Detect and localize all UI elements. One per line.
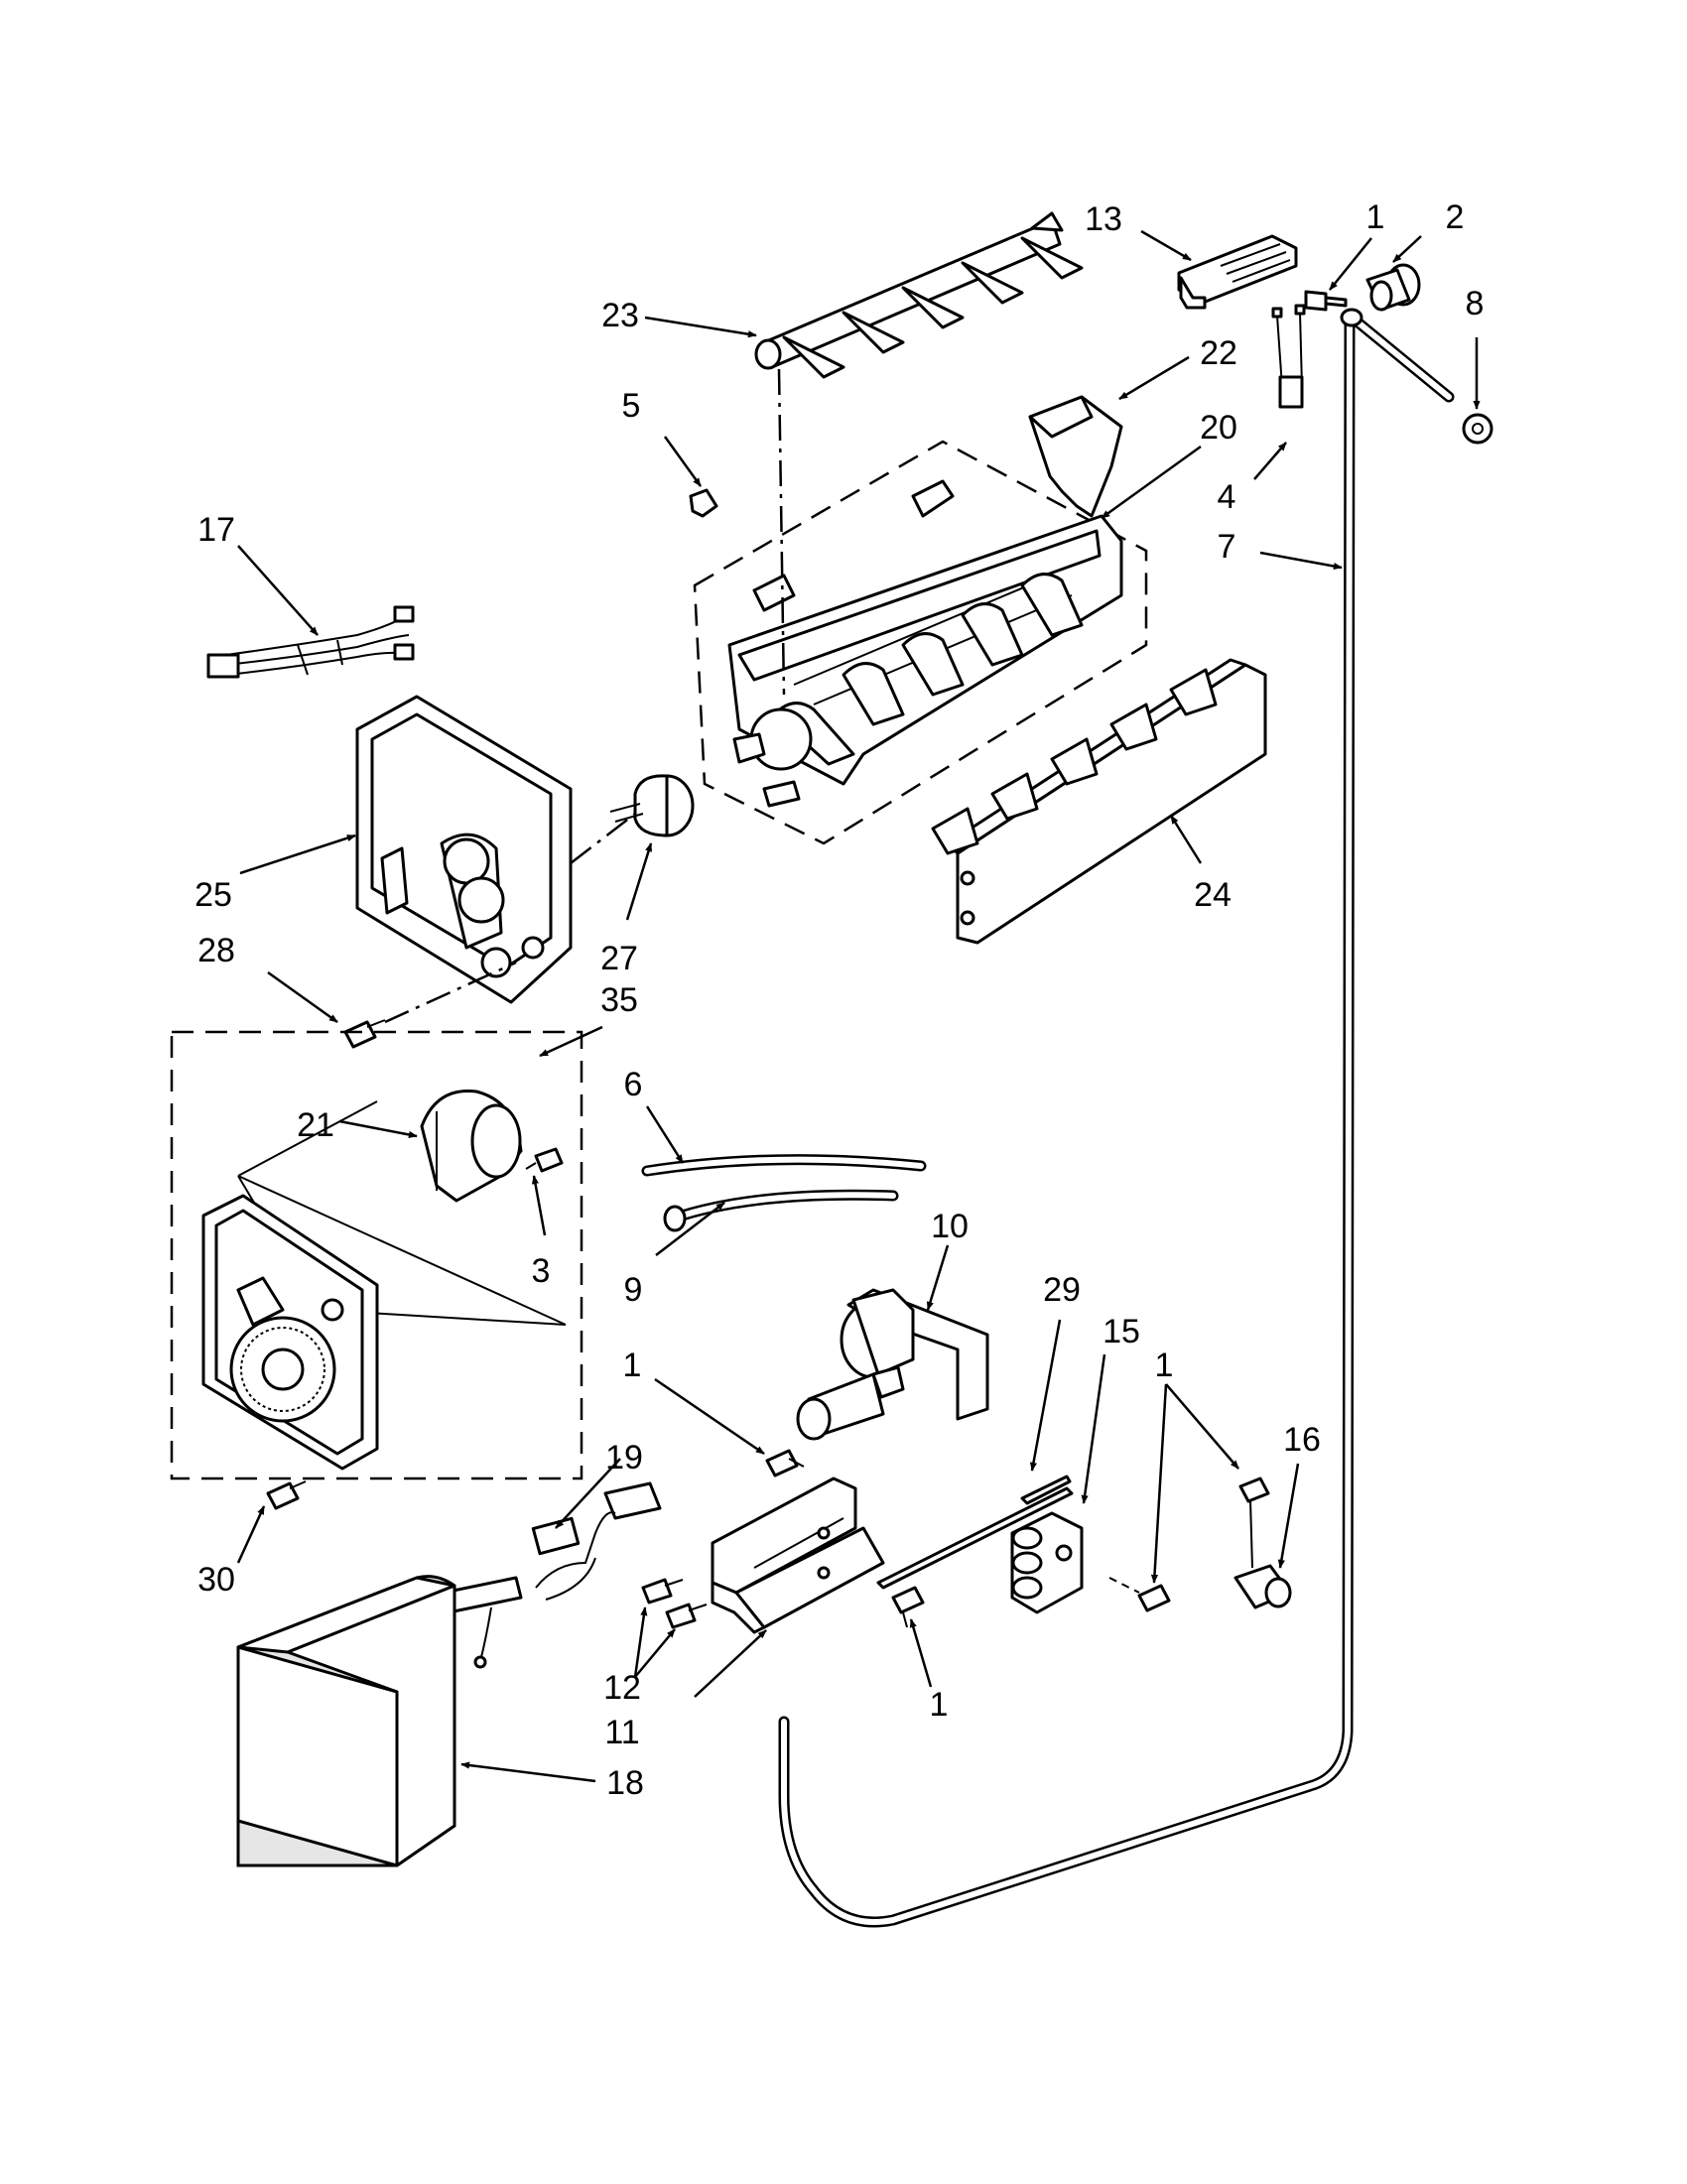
callout-13: 13	[1085, 200, 1122, 238]
callout-9: 9	[624, 1271, 643, 1309]
callout-28: 28	[197, 932, 235, 969]
part-12-screws	[641, 1578, 708, 1629]
part-6-tube	[641, 1154, 927, 1177]
callout-19: 19	[605, 1439, 643, 1477]
callout-22: 22	[1200, 334, 1237, 372]
callout-12: 12	[603, 1669, 641, 1707]
callout-4: 4	[1218, 478, 1236, 516]
part-4-clip	[1271, 304, 1306, 409]
callout-3: 3	[532, 1252, 551, 1290]
callout-labels: 13 1 2 8 23 22 5 20 4 7 17 25 24 28 27 3…	[195, 198, 1484, 1802]
part-11-valve-bracket	[711, 1477, 885, 1634]
callout-1-bottom: 1	[930, 1686, 949, 1724]
part-22-fill-cup	[1028, 395, 1123, 518]
callout-1-left: 1	[623, 1347, 642, 1384]
part-27-plug	[609, 774, 695, 837]
callout-23: 23	[601, 297, 639, 334]
callout-25: 25	[195, 876, 232, 914]
part-2-fitting	[1365, 263, 1421, 312]
callout-2: 2	[1446, 198, 1465, 236]
callout-24: 24	[1194, 876, 1232, 914]
part-8-washer	[1462, 413, 1493, 445]
callout-8: 8	[1466, 285, 1485, 322]
callout-27: 27	[600, 940, 638, 977]
part-24-stripper	[931, 658, 1267, 945]
part-1-screw-right	[1238, 1477, 1270, 1569]
blade-alignment-line	[777, 368, 786, 696]
callout-35: 35	[600, 981, 638, 1019]
callout-20: 20	[1200, 409, 1237, 447]
part-13-cover	[1177, 234, 1298, 310]
callout-16: 16	[1283, 1421, 1321, 1459]
part-21-motor	[420, 1089, 523, 1203]
assembly-alignment-line	[384, 961, 517, 1024]
callout-17: 17	[197, 511, 235, 549]
callout-29: 29	[1043, 1271, 1081, 1309]
part-25-module-housing	[355, 695, 573, 1004]
part-16-clamp	[1233, 1564, 1292, 1609]
part-5-clip	[689, 488, 718, 518]
callout-10: 10	[931, 1208, 969, 1245]
part-35-alignment-lines	[237, 1100, 567, 1326]
part-30-screw	[266, 1480, 307, 1510]
callout-21: 21	[297, 1106, 334, 1144]
part-1-screw-mid	[1108, 1577, 1171, 1612]
part-1-screw-bracket	[765, 1449, 805, 1477]
part-35-control-plate	[201, 1194, 379, 1471]
callout-18: 18	[606, 1764, 644, 1802]
callout-1-right: 1	[1155, 1347, 1174, 1384]
leader-lines	[236, 229, 1481, 1783]
part-23-ejector-blades	[754, 211, 1084, 379]
callout-30: 30	[197, 1561, 235, 1599]
part-7-fill-tube	[778, 308, 1455, 1928]
part-10-water-valve	[796, 1288, 989, 1441]
callout-11: 11	[604, 1714, 639, 1751]
part-1-screw-top	[1304, 290, 1348, 312]
part-28-screw	[343, 1019, 386, 1049]
part-15-bracket	[1010, 1511, 1084, 1614]
callout-7: 7	[1218, 528, 1236, 566]
part-17-wire-harness	[206, 605, 415, 679]
part-29-heater-strip	[876, 1475, 1074, 1590]
part-20-group-outline	[693, 440, 1148, 845]
part-3-screw	[525, 1147, 564, 1173]
part-9-tube	[663, 1189, 899, 1232]
part-20-ice-mold	[727, 479, 1123, 808]
callout-15: 15	[1103, 1313, 1140, 1350]
callout-5: 5	[622, 387, 641, 425]
part-35-group-outline	[170, 1030, 584, 1480]
callout-1: 1	[1366, 198, 1385, 236]
part-19-wire-harness	[442, 1481, 662, 1669]
plug-alignment-line	[570, 813, 636, 864]
part-1-screw-bottom	[891, 1586, 925, 1628]
callout-6: 6	[624, 1066, 643, 1103]
part-18-cover	[236, 1575, 456, 1867]
